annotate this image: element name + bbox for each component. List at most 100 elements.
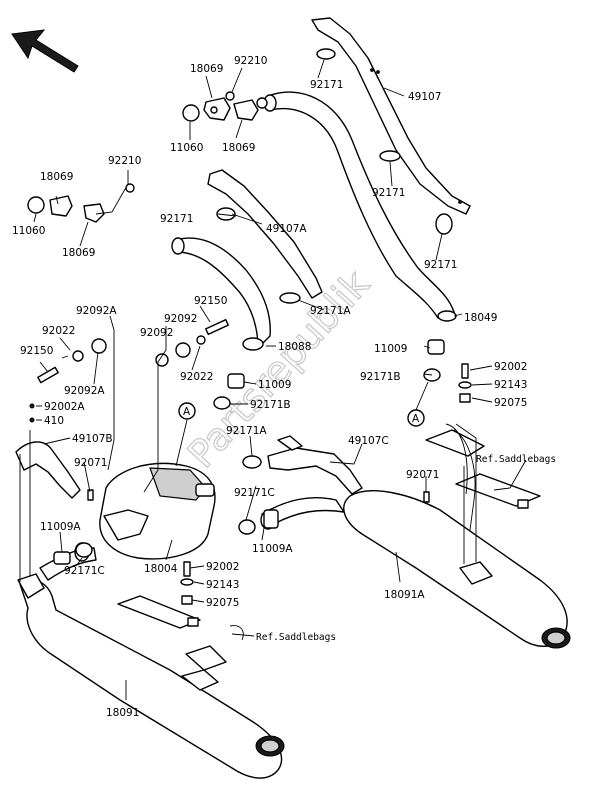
label-92092A: 92092A (76, 305, 117, 317)
ref-saddlebags-right: Ref.Saddlebags (476, 454, 556, 465)
label-18069: 18069 (40, 171, 73, 183)
nut-92075-lower[interactable] (181, 595, 193, 605)
svg-text:A: A (412, 413, 420, 425)
label-18004: 18004 (144, 563, 178, 575)
gasket-11009-left[interactable] (227, 373, 245, 389)
label-92002A: 92002A (44, 401, 85, 413)
gasket-11009-right[interactable] (427, 339, 445, 355)
label-92171A: 92171A (310, 305, 351, 317)
gasket-11060-upper[interactable] (182, 104, 200, 122)
part-labels: 18069 92210 92171 49107 11060 18069 9221… (12, 55, 527, 719)
ref-saddlebags-labels: Ref.Saddlebags Ref.Saddlebags (256, 454, 556, 643)
label-92071: 92071 (74, 457, 107, 469)
label-92150: 92150 (194, 295, 227, 307)
label-92143: 92143 (494, 379, 527, 391)
bolt-92002-right[interactable] (461, 363, 469, 379)
muffler-18091[interactable] (17, 573, 285, 779)
heat-shield-49107B[interactable] (15, 441, 81, 499)
clamp-92171C-left[interactable] (75, 542, 93, 558)
washer-92022-mid[interactable] (196, 335, 206, 345)
label-92171: 92171 (372, 187, 405, 199)
label-92092: 92092 (164, 313, 197, 325)
clamp-92171-top[interactable] (316, 48, 336, 60)
label-92002: 92002 (206, 561, 239, 573)
flange-18069-upper[interactable] (203, 97, 231, 121)
heat-shield-49107C[interactable] (267, 435, 363, 495)
clamp-92171B-left[interactable] (213, 396, 231, 410)
label-92092A: 92092A (64, 385, 105, 397)
nut-92092-mid[interactable] (175, 342, 191, 358)
washer-92022-left[interactable] (72, 350, 84, 362)
bolt-92150-left[interactable] (37, 366, 59, 384)
label-92171: 92171 (310, 79, 343, 91)
leader-lines (19, 59, 527, 700)
label-92171A: 92171A (226, 425, 267, 437)
label-92071: 92071 (406, 469, 439, 481)
label-18049: 18049 (464, 312, 497, 324)
label-49107: 49107 (408, 91, 441, 103)
flange-18069-lower-b[interactable] (83, 203, 105, 223)
label-92171B: 92171B (250, 399, 291, 411)
label-11009A: 11009A (40, 521, 81, 533)
gasket-11060-lower[interactable] (27, 196, 45, 214)
clamp-92171C-mid[interactable] (238, 519, 256, 535)
label-18091: 18091 (106, 707, 139, 719)
label-92143: 92143 (206, 579, 239, 591)
label-92075: 92075 (494, 397, 527, 409)
label-11009: 11009 (258, 379, 291, 391)
muffler-18091A[interactable] (343, 490, 571, 649)
label-18069: 18069 (190, 63, 223, 75)
washer-410[interactable] (29, 417, 35, 423)
clamp-92171-mid[interactable] (379, 150, 401, 162)
bolt-92071-right[interactable] (423, 491, 430, 503)
label-92022: 92022 (180, 371, 213, 383)
label-18069: 18069 (222, 142, 255, 154)
label-92171C: 92171C (234, 487, 275, 499)
label-18069: 18069 (62, 247, 95, 259)
nut-92092A-left[interactable] (91, 338, 107, 354)
exhaust-pipe-18088[interactable] (171, 237, 271, 351)
label-11009A: 11009A (252, 543, 293, 555)
gasket-11009A-left[interactable] (53, 551, 71, 565)
flange-18069-upper-b[interactable] (233, 99, 259, 121)
washer-92143-lower[interactable] (180, 578, 194, 586)
label-92075: 92075 (206, 597, 239, 609)
label-92210: 92210 (234, 55, 267, 67)
label-92171B: 92171B (360, 371, 401, 383)
exhaust-chamber-18004[interactable] (99, 462, 216, 560)
label-11009: 11009 (374, 343, 407, 355)
label-11060: 11060 (170, 142, 203, 154)
flange-18069-lower[interactable] (49, 195, 73, 217)
nut-92092A-mid[interactable] (155, 353, 169, 367)
bolt-92002A[interactable] (29, 403, 35, 409)
bolt-92150-mid[interactable] (205, 318, 229, 336)
washer-92143-right[interactable] (458, 381, 472, 389)
gasket-11009A-right[interactable] (263, 509, 279, 529)
label-92150: 92150 (20, 345, 53, 357)
bolt-92071-left[interactable] (87, 489, 94, 501)
label-49107B: 49107B (72, 433, 113, 445)
exhaust-pipe-18049[interactable] (256, 91, 457, 322)
label-92022: 92022 (42, 325, 75, 337)
clamp-92171-shield[interactable] (216, 207, 236, 221)
label-92210: 92210 (108, 155, 141, 167)
nut-92075-right[interactable] (459, 393, 471, 403)
bolt-92002-lower[interactable] (183, 561, 191, 577)
saddlebag-bracket-right[interactable] (425, 423, 541, 585)
saddlebag-bracket-left[interactable] (117, 595, 244, 691)
label-49107A: 49107A (266, 223, 307, 235)
label-92171C: 92171C (64, 565, 105, 577)
heat-shield-49107A[interactable] (207, 169, 323, 299)
heat-shield-49107[interactable] (311, 17, 471, 215)
callout-a-right: A (407, 409, 425, 427)
front-direction-arrow-icon (11, 29, 79, 73)
clamp-92171A-shield[interactable] (279, 292, 301, 304)
label-11060: 11060 (12, 225, 45, 237)
label-18091A: 18091A (384, 589, 425, 601)
clamp-92171-right[interactable] (435, 213, 453, 235)
callout-a-left: A (178, 402, 196, 420)
label-92171: 92171 (424, 259, 457, 271)
nut-92210-upper[interactable] (225, 91, 235, 101)
clamp-92171A-mid[interactable] (242, 455, 262, 469)
